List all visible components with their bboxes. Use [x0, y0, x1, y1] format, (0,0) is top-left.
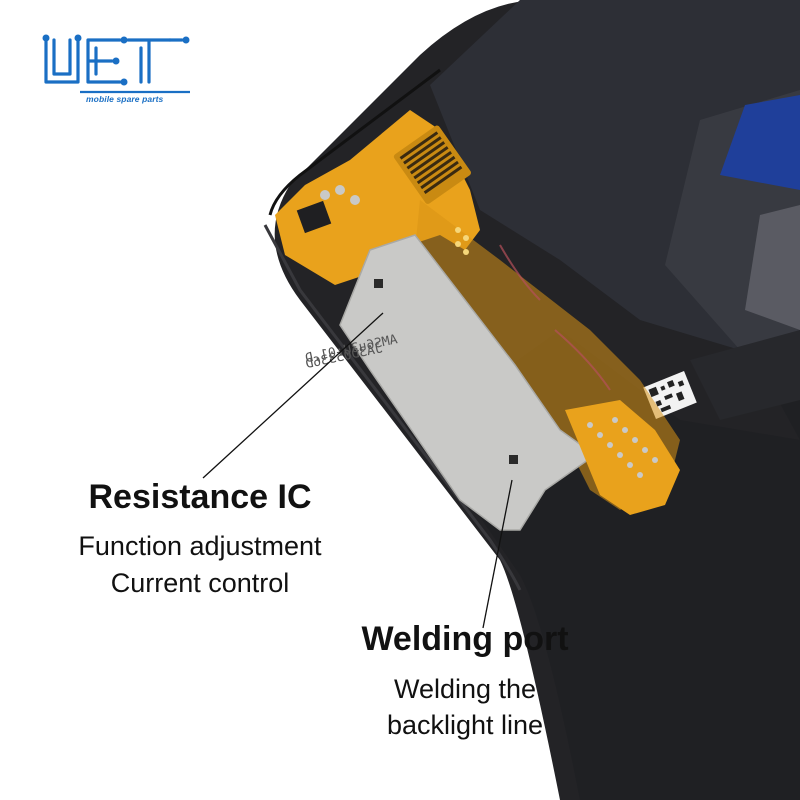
welding-port-title: Welding port — [361, 620, 569, 658]
welding-port-leader-line — [482, 479, 513, 629]
logo-tagline: mobile spare parts — [86, 94, 164, 104]
blue-tape — [720, 95, 800, 190]
welding-port-line-2: backlight line — [386, 710, 544, 740]
resistance-ic-shield — [340, 235, 595, 530]
welding-port-line-1: Welding the — [393, 674, 537, 704]
resistance-ic-title: Resistance IC — [88, 478, 312, 516]
resistance-ic-line-1: Function adjustment — [78, 531, 322, 561]
brand-logo — [42, 34, 190, 94]
resistance-ic-leader-line — [202, 312, 384, 479]
resistance-ic-line-2: Current control — [110, 568, 290, 598]
